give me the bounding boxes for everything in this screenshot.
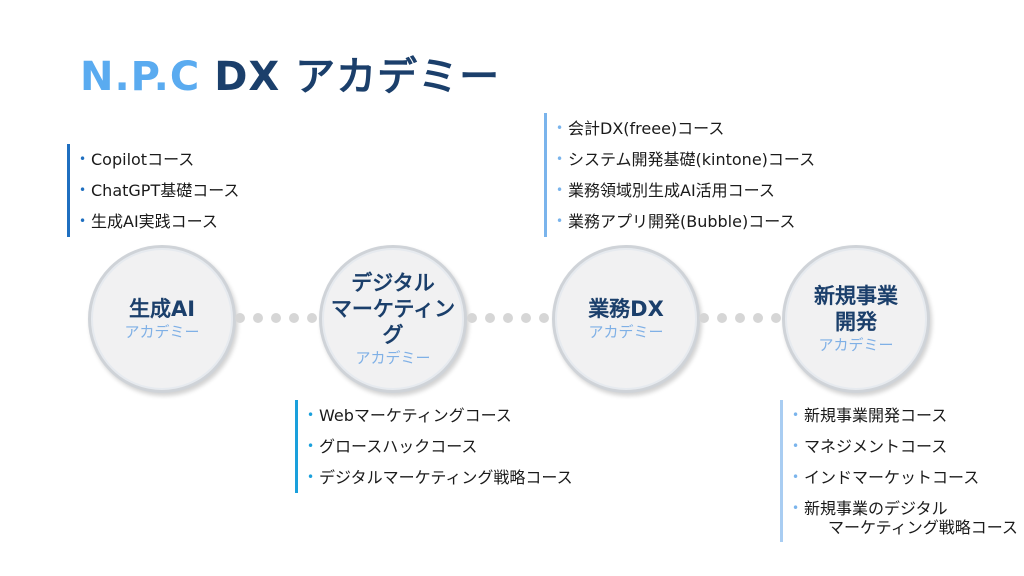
academy-circle-business-dx: 業務DX アカデミー: [552, 245, 700, 393]
dot: [307, 313, 317, 323]
academy-sub: アカデミー: [818, 336, 894, 354]
dot: [717, 313, 727, 323]
dot: [485, 313, 495, 323]
course-list-new-business: •新規事業開発コース •マネジメントコース •インドマーケットコース •新規事業…: [780, 400, 1018, 542]
dot: [503, 313, 513, 323]
dot: [271, 313, 281, 323]
course-list-digital-marketing: •Webマーケティングコース •グロースハックコース •デジタルマーケティング戦…: [295, 400, 573, 493]
academy-circle-digital-marketing: デジタル マーケティング アカデミー: [319, 245, 467, 393]
academy-name: 生成AI: [128, 297, 196, 321]
dot: [467, 313, 477, 323]
dot: [253, 313, 263, 323]
academy-name: 業務DX: [588, 297, 664, 321]
dot: [699, 313, 709, 323]
connector-dots: [699, 313, 781, 323]
page-title: N.P.C DX アカデミー: [80, 44, 500, 102]
title-brand: N.P.C: [80, 54, 201, 100]
academy-sub: アカデミー: [124, 323, 200, 341]
dot: [539, 313, 549, 323]
course-item-continuation: マーケティング戦略コース: [828, 518, 1018, 537]
academy-name: デジタル マーケティング: [330, 271, 456, 347]
course-item: •業務アプリ開発(Bubble)コース: [556, 212, 796, 231]
dot: [735, 313, 745, 323]
academy-sub: アカデミー: [355, 349, 431, 367]
course-item: •会計DX(freee)コース: [556, 119, 725, 138]
course-list-business-dx: •会計DX(freee)コース •システム開発基礎(kintone)コース •業…: [544, 113, 815, 237]
course-item: •生成AI実践コース: [79, 212, 218, 231]
course-item: •マネジメントコース: [792, 437, 948, 456]
academy-sub: アカデミー: [588, 323, 664, 341]
course-item: •新規事業のデジタル: [792, 499, 948, 518]
course-item: •インドマーケットコース: [792, 468, 980, 487]
dot: [289, 313, 299, 323]
title-main: DX アカデミー: [214, 54, 501, 100]
course-item: •Webマーケティングコース: [307, 406, 512, 425]
academy-circle-new-business: 新規事業 開発 アカデミー: [782, 245, 930, 393]
connector-dots: [467, 313, 549, 323]
course-item: •グロースハックコース: [307, 437, 478, 456]
course-item: •Copilotコース: [79, 150, 195, 169]
academy-circle-generative-ai: 生成AI アカデミー: [88, 245, 236, 393]
course-item: •デジタルマーケティング戦略コース: [307, 468, 573, 487]
course-item: •ChatGPT基礎コース: [79, 181, 240, 200]
dot: [521, 313, 531, 323]
course-item: •システム開発基礎(kintone)コース: [556, 150, 816, 169]
dot: [753, 313, 763, 323]
course-list-generative-ai: •Copilotコース •ChatGPT基礎コース •生成AI実践コース: [67, 144, 239, 237]
dot: [235, 313, 245, 323]
course-item: •業務領域別生成AI活用コース: [556, 181, 775, 200]
connector-dots: [235, 313, 317, 323]
dot: [771, 313, 781, 323]
academy-name: 新規事業 開発: [814, 284, 898, 334]
course-item: •新規事業開発コース: [792, 406, 948, 425]
